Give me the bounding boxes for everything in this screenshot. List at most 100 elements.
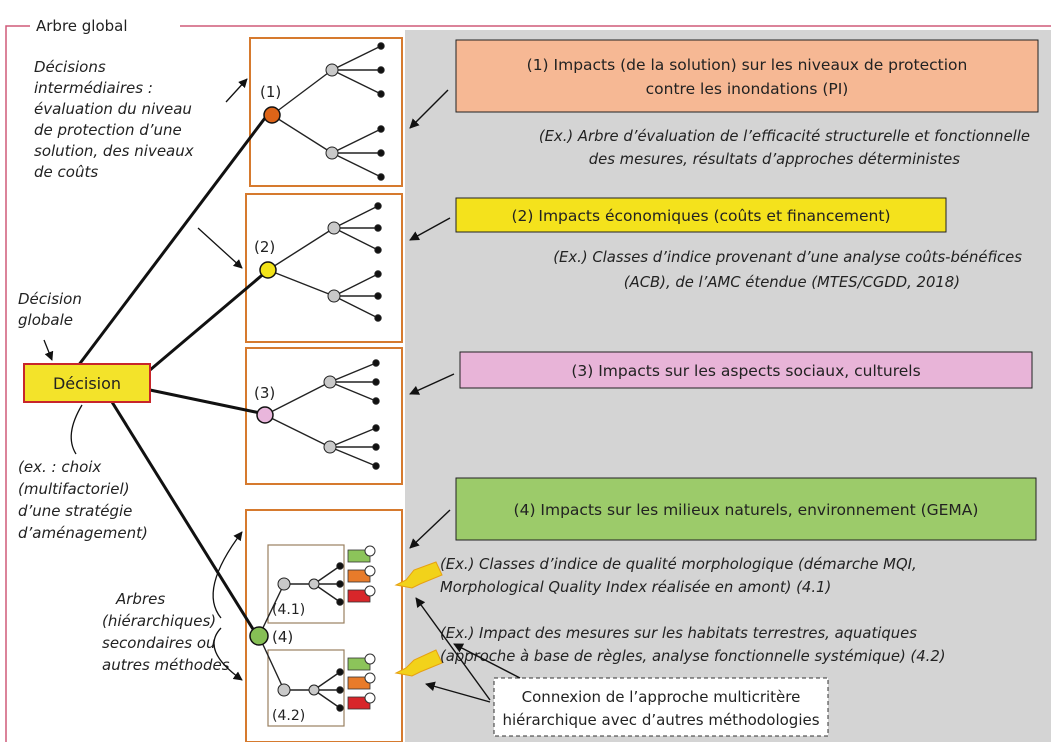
example-4-1-line-1: (Ex.) Classes d’indice de qualité morpho… (440, 556, 917, 573)
tree-inner-node (327, 289, 341, 303)
tree-inner-node (308, 578, 320, 590)
yellow-arrows (394, 561, 443, 677)
tree-inner-node (277, 577, 291, 591)
connection-line-1: Connexion de l’approche multicritère (522, 688, 801, 706)
tree-nodes (277, 42, 385, 712)
tree-branch (267, 227, 335, 271)
impact-box-1 (455, 39, 1039, 113)
intermediate-line-1: Décisions (34, 58, 106, 76)
secondary-line-2: (hiérarchiques) (102, 612, 216, 630)
global-decision-label: Décision globale (18, 290, 82, 329)
connection-line-2: hiérarchique avec d’autres méthodologies (502, 711, 819, 729)
example-4-1-line-2: Morphological Quality Index réalisée en … (440, 579, 831, 596)
tree-leaf (372, 424, 380, 432)
tree-leaf (336, 580, 344, 588)
decision-box (23, 363, 151, 403)
example-1-line-1: (Ex.) Arbre d’évaluation de l’efficacité… (539, 128, 1030, 145)
decision-links (76, 113, 270, 635)
frame-title: Arbre global (36, 17, 128, 35)
node-4 (249, 626, 269, 646)
impact-box-3 (459, 351, 1033, 389)
example-4-2: (Ex.) Impact des mesures sur les habitat… (440, 625, 946, 665)
tree-branch (329, 427, 377, 448)
link-to-node-1 (76, 113, 270, 367)
tree-branch (333, 273, 379, 297)
secondary-trees-label: Arbres (hiérarchiques) secondaires ou au… (102, 590, 230, 674)
tree-branch (333, 227, 379, 251)
node-1 (263, 106, 281, 124)
example-4-2-line-1: (Ex.) Impact des mesures sur les habitat… (440, 625, 917, 642)
example-line-4: d’aménagement) (18, 524, 148, 542)
intermediate-decisions-label: Décisions intermédiaires : évaluation du… (34, 58, 194, 181)
node-3 (256, 406, 274, 424)
intermediate-line-5: solution, des niveaux (34, 142, 194, 160)
impact-1-line-2: contre les inondations (PI) (646, 80, 849, 98)
tree-branch (329, 381, 377, 402)
node-label-2: (2) (254, 238, 275, 256)
sub-label-4-1: (4.1) (272, 602, 305, 618)
impact-box-4 (455, 477, 1037, 541)
tree-box-3 (245, 347, 403, 485)
tree-leaf (336, 686, 344, 694)
tree-branch (331, 69, 382, 95)
tree-branch (333, 205, 379, 229)
tree-leaf (372, 397, 380, 405)
flag-knob (364, 672, 376, 684)
tree-leaf (377, 90, 385, 98)
tree-leaf (372, 462, 380, 470)
tree-leaf (336, 562, 344, 570)
tree-branch (271, 69, 333, 116)
tree-leaf (377, 42, 385, 50)
example-2-line-2: (ACB), de l’AMC étendue (MTES/CGDD, 2018… (624, 274, 960, 291)
node-label-3: (3) (254, 384, 275, 402)
tree-branch (264, 414, 331, 448)
tree-inner-node (323, 375, 337, 389)
tree-branch (271, 114, 333, 154)
secondary-line-1: Arbres (115, 590, 165, 608)
tree-leaf (374, 202, 382, 210)
impact-box-2 (455, 197, 947, 233)
tree-leaf (372, 443, 380, 451)
tree-leaf (374, 224, 382, 232)
tree-branches (258, 45, 382, 709)
tree-branch (329, 362, 377, 383)
intermediate-line-3: évaluation du niveau (34, 100, 192, 118)
tree-branch (331, 45, 382, 71)
tree-leaf (374, 292, 382, 300)
tree-inner-node (325, 63, 339, 77)
link-to-node-4 (110, 401, 258, 635)
example-line-3: d’une stratégie (18, 502, 132, 520)
example-line-1: (ex. : choix (18, 458, 101, 476)
link-to-node-3 (149, 388, 266, 416)
global-line-2: globale (18, 311, 73, 329)
example-2: (Ex.) Classes d’indice provenant d’une a… (553, 249, 1022, 291)
impact-3-line-1: (3) Impacts sur les aspects sociaux, cul… (571, 362, 920, 380)
yellow-arrow-4-2 (394, 649, 443, 677)
example-4-1: (Ex.) Classes d’indice de qualité morpho… (440, 556, 917, 596)
index-flags (347, 545, 376, 710)
tree-leaf (336, 668, 344, 676)
example-1: (Ex.) Arbre d’évaluation de l’efficacité… (539, 128, 1030, 168)
tree-inner-node (308, 684, 320, 696)
example-line-2: (multifactoriel) (18, 480, 130, 498)
intermediate-line-2: intermédiaires : (34, 79, 153, 97)
impact-1-line-1: (1) Impacts (de la solution) sur les niv… (527, 56, 968, 74)
tree-inner-node (323, 440, 337, 454)
node-label-4: (4) (272, 628, 293, 646)
tree-branch (331, 128, 382, 154)
decision-label: Décision (53, 374, 121, 393)
flag-knob (364, 565, 376, 577)
tree-leaf (377, 149, 385, 157)
tree-inner-node (327, 221, 341, 235)
tree-leaf (374, 246, 382, 254)
intermediate-line-6: de coûts (34, 163, 98, 181)
tree-leaf (374, 314, 382, 322)
yellow-arrow-4-1 (394, 561, 443, 589)
tree-leaf (377, 125, 385, 133)
link-to-node-2 (149, 269, 268, 372)
tree-leaf (377, 66, 385, 74)
secondary-line-3: secondaires ou (102, 634, 216, 652)
tree-leaf (336, 598, 344, 606)
node-label-1: (1) (260, 83, 281, 101)
